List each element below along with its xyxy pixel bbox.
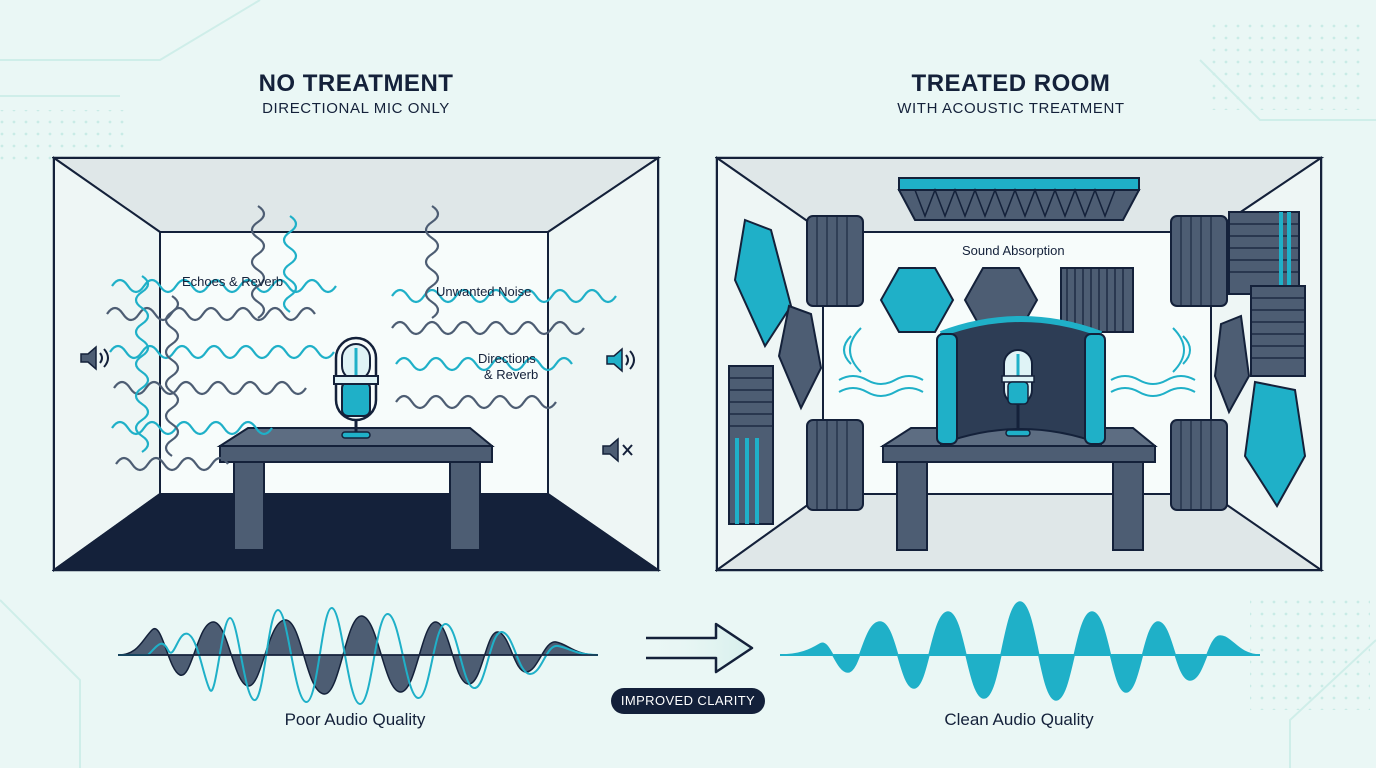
right-title: TREATED ROOM	[911, 70, 1111, 97]
left-caption: Poor Audio Quality	[284, 710, 426, 729]
label-and-reverb: & Reverb	[484, 367, 539, 382]
label-echoes-reverb: Echoes & Reverb	[182, 274, 284, 289]
microphone-icon	[1001, 349, 1035, 437]
label-directions: Directions	[478, 351, 536, 366]
left-title: NO TREATMENT	[258, 70, 454, 97]
speaker-icon	[606, 347, 635, 373]
clean-waveform	[780, 601, 1260, 701]
right-subtitle: WITH ACOUSTIC TREATMENT	[897, 100, 1125, 117]
ceiling-panel	[897, 177, 1141, 221]
right-caption: Clean Audio Quality	[944, 710, 1094, 729]
label-unwanted-noise: Unwanted Noise	[436, 284, 532, 299]
left-subtitle: DIRECTIONAL MIC ONLY	[262, 100, 450, 117]
improved-clarity-badge: IMPROVED CLARITY	[611, 688, 765, 714]
label-sound-absorption: Sound Absorption	[962, 243, 1065, 258]
speaker-icon	[80, 345, 109, 371]
speaker-muted-icon	[602, 437, 633, 463]
arrow-right-icon	[640, 622, 754, 674]
noisy-waveform	[118, 606, 598, 706]
microphone-icon	[333, 336, 379, 439]
